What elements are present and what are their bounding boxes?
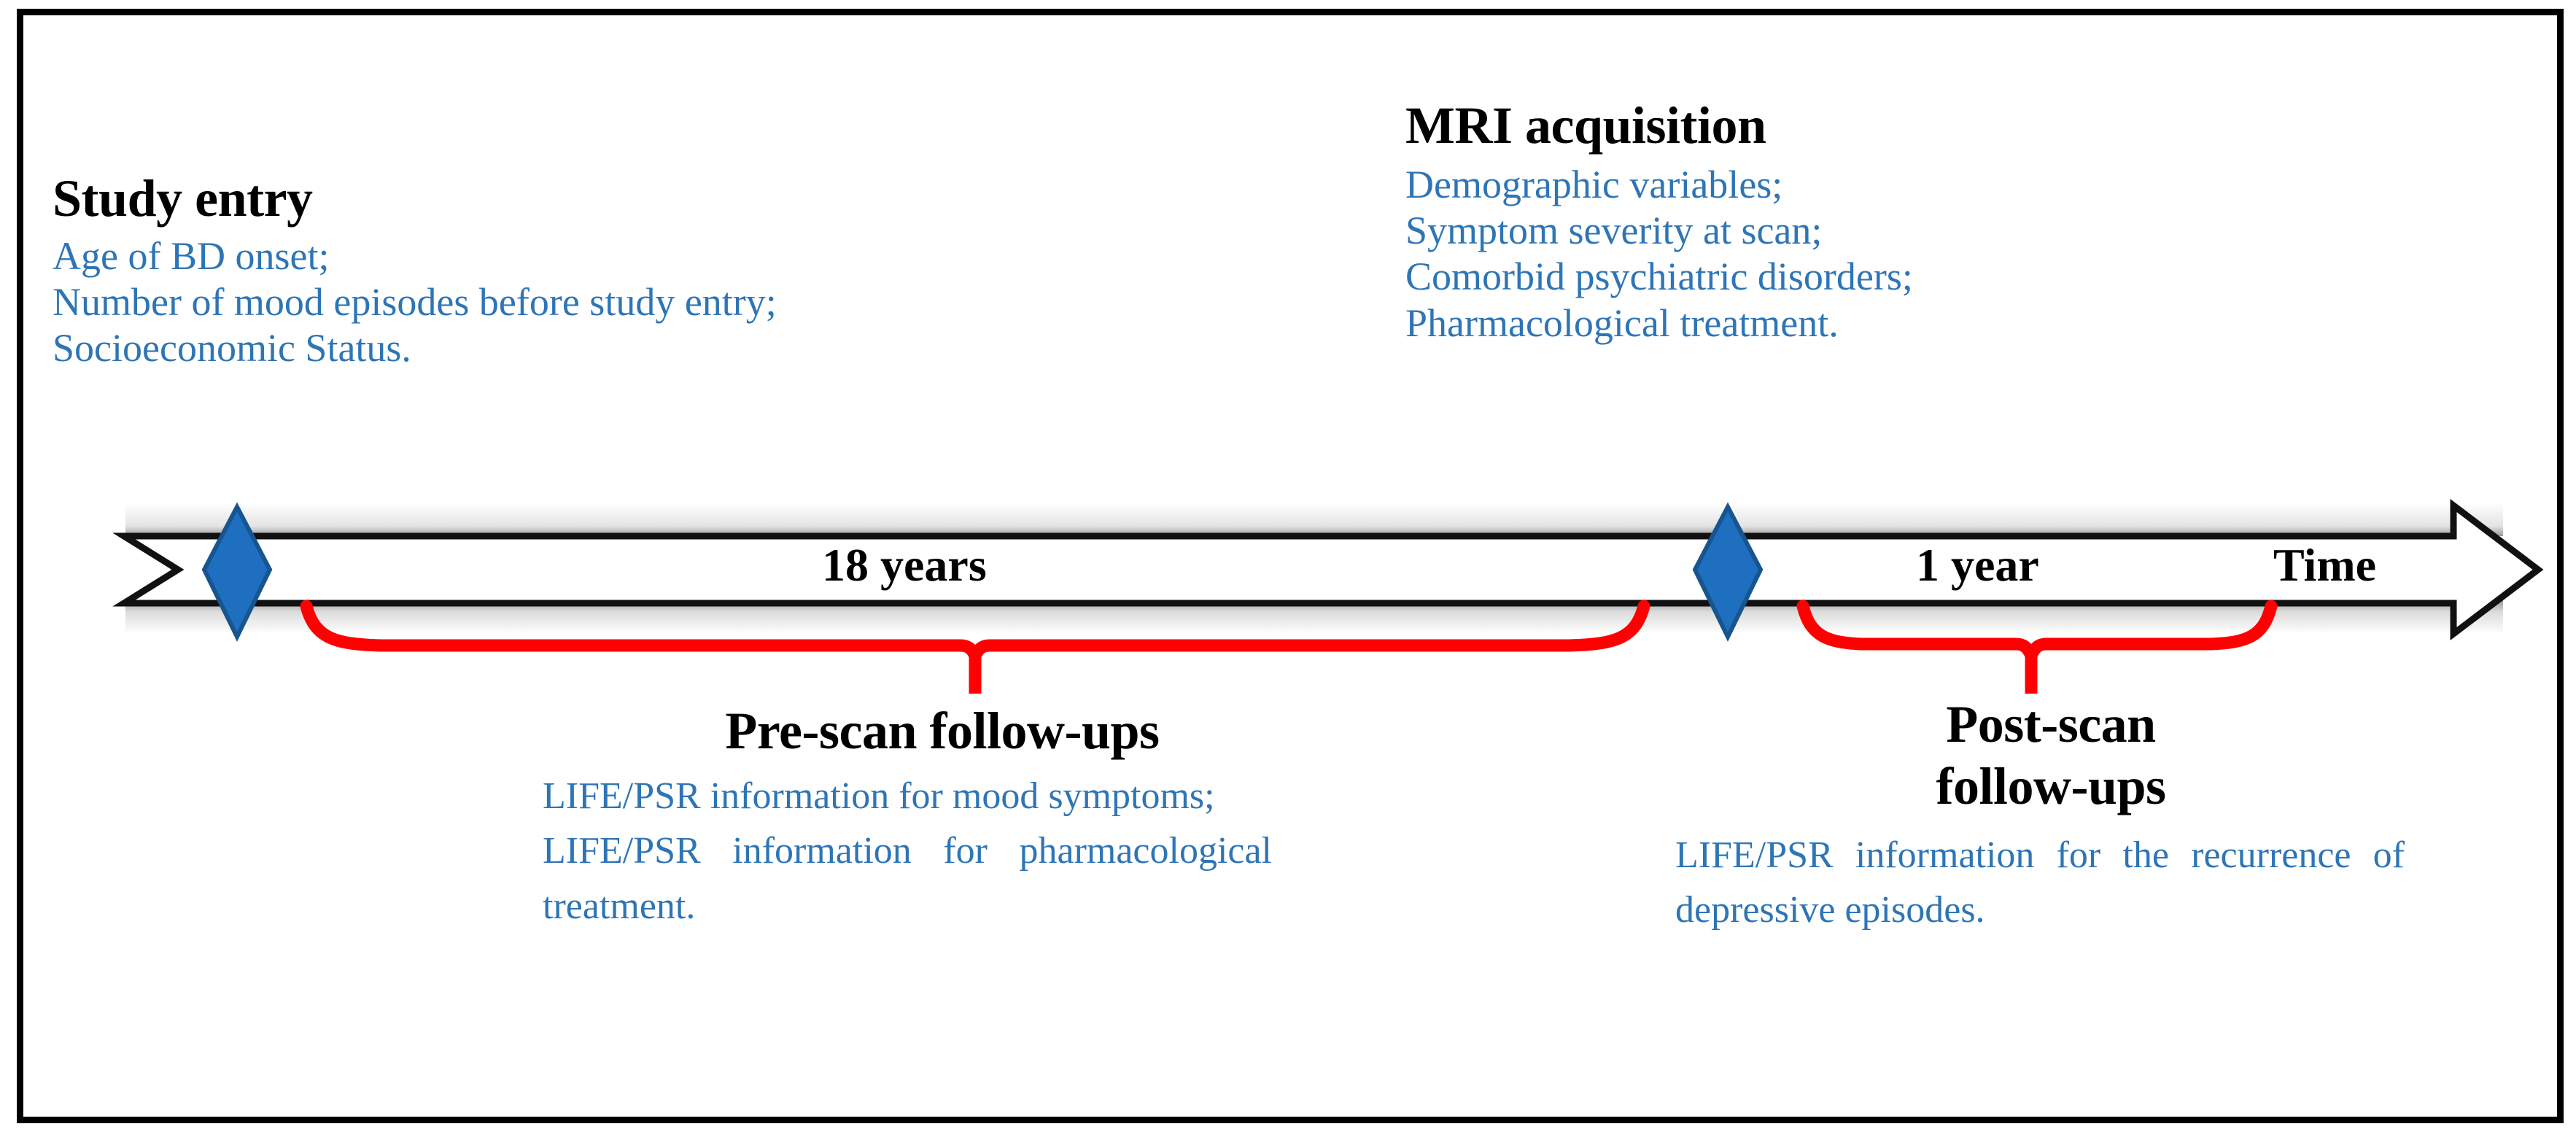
figure-border-frame: Study entry Age of BD onset; Number of m… <box>17 9 2564 1123</box>
study-entry-item-1: Number of mood episodes before study ent… <box>53 280 777 325</box>
pre-scan-heading: Pre-scan follow-ups <box>725 702 1160 760</box>
study-entry-item-2: Socioeconomic Status. <box>53 326 411 371</box>
post-scan-annotation: Post-scan follow-ups LIFE/PSR informatio… <box>1675 694 2426 938</box>
timeline-banner-shape <box>112 498 2544 641</box>
study-entry-heading: Study entry <box>53 169 313 228</box>
post-scan-heading: Post-scan follow-ups <box>1675 694 2426 818</box>
post-scan-variable-list: LIFE/PSR information for the recurrence … <box>1675 828 2405 938</box>
study-entry-annotation: Study entry Age of BD onset; Number of m… <box>53 172 1088 372</box>
segment-label-18-years: 18 years <box>822 539 987 591</box>
mri-item-3: Pharmacological treatment. <box>1405 300 1839 345</box>
study-entry-variable-list: Age of BD onset; Number of mood episodes… <box>53 233 1088 372</box>
pre-scan-variable-list: LIFE/PSR information for mood symptoms; … <box>543 769 1272 934</box>
pre-scan-annotation: Pre-scan follow-ups LIFE/PSR information… <box>527 705 1358 934</box>
mri-acquisition-heading: MRI acquisition <box>1405 96 1766 155</box>
mri-acquisition-annotation: MRI acquisition Demographic variables; S… <box>1405 99 2354 346</box>
study-entry-item-0: Age of BD onset; <box>53 234 330 278</box>
segment-label-1-year: 1 year <box>1916 539 2039 591</box>
post-scan-heading-line-1: Post-scan <box>1946 695 2156 753</box>
mri-acquisition-variable-list: Demographic variables; Symptom severity … <box>1405 162 2354 346</box>
mri-scan-diamond-marker <box>1692 502 1764 642</box>
banner-top-shadow <box>125 503 2503 536</box>
mri-item-2: Comorbid psychiatric disorders; <box>1405 255 1913 299</box>
study-entry-diamond-marker <box>201 502 273 642</box>
mri-item-0: Demographic variables; <box>1405 163 1783 206</box>
post-scan-heading-line-2: follow-ups <box>1936 756 2166 815</box>
mri-item-1: Symptom severity at scan; <box>1405 209 1823 253</box>
pre-scan-item-1: LIFE/PSR information for pharmacological… <box>543 830 1272 927</box>
post-scan-brace <box>1796 600 2278 659</box>
time-axis-label: Time <box>2273 539 2377 591</box>
timeline-axis-graphic <box>96 475 2576 694</box>
post-scan-item-0: LIFE/PSR information for the recurrence … <box>1675 834 2405 931</box>
pre-scan-item-0: LIFE/PSR information for mood symptoms; <box>543 775 1215 817</box>
